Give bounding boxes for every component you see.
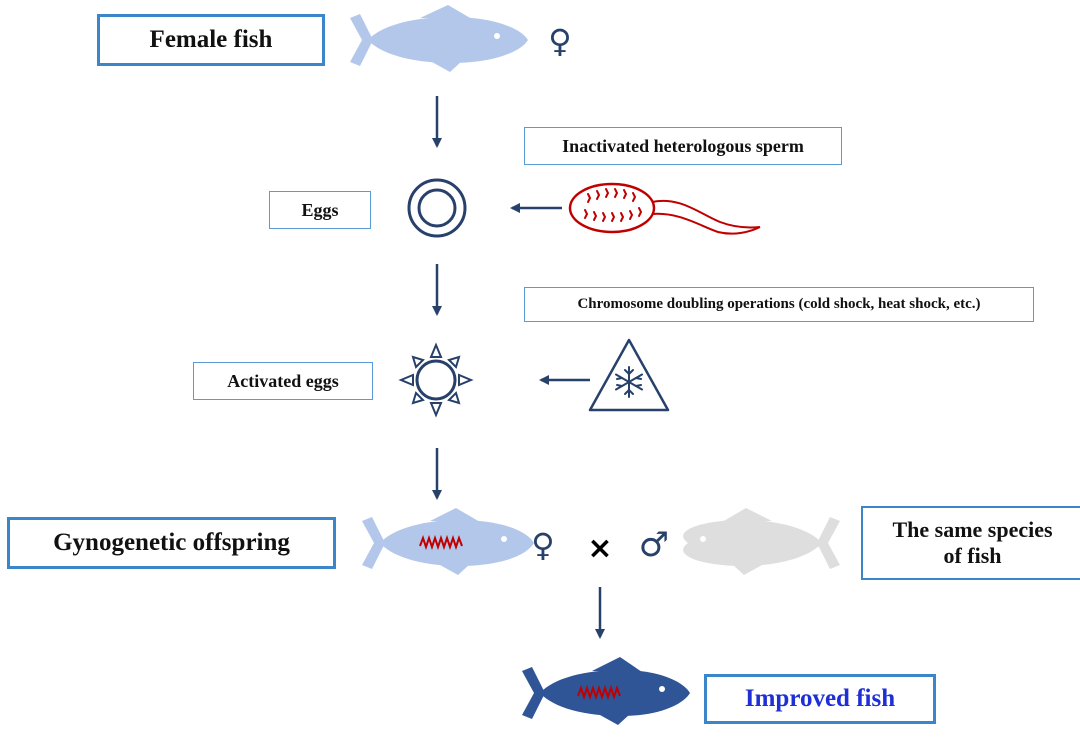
same-species-text: The same species of fish [892,517,1052,570]
same-species-label: The same species of fish [861,506,1080,580]
same-species-line-1: The same species [892,516,1053,542]
egg-icon [407,178,467,238]
gynogenetic-offspring-text: Gynogenetic offspring [53,529,290,556]
sperm-icon [568,182,761,235]
gynogenetic-fish-icon [362,508,534,575]
female-fish-icon [350,5,528,72]
chromosome-doubling-label: Chromosome doubling operations (cold sho… [524,287,1034,322]
activated-eggs-text: Activated eggs [227,370,339,391]
male-fish-icon [683,508,840,575]
cold-shock-icon [588,338,670,412]
activated-egg-icon [398,342,474,418]
female-fish-label: Female fish [97,14,325,66]
same-species-line-2: of fish [943,543,1002,568]
gynogenetic-offspring-label: Gynogenetic offspring [7,517,336,569]
female-fish-text: Female fish [149,26,273,53]
improved-fish-icon [522,657,690,725]
chromosome-doubling-text: Chromosome doubling operations (cold sho… [577,296,981,312]
activated-eggs-label: Activated eggs [193,362,373,400]
sperm-text: Inactivated heterologous sperm [562,135,804,156]
male-symbol: ♂ [639,525,669,565]
improved-fish-text: Improved fish [744,685,896,712]
improved-fish-label: Improved fish [704,674,936,724]
cross-symbol: × [587,531,612,566]
female-symbol-top: ♀ [548,22,571,60]
eggs-text: Eggs [301,199,339,220]
female-symbol-bottom: ♀ [531,526,554,564]
sperm-label: Inactivated heterologous sperm [524,127,842,165]
eggs-label: Eggs [269,191,371,229]
